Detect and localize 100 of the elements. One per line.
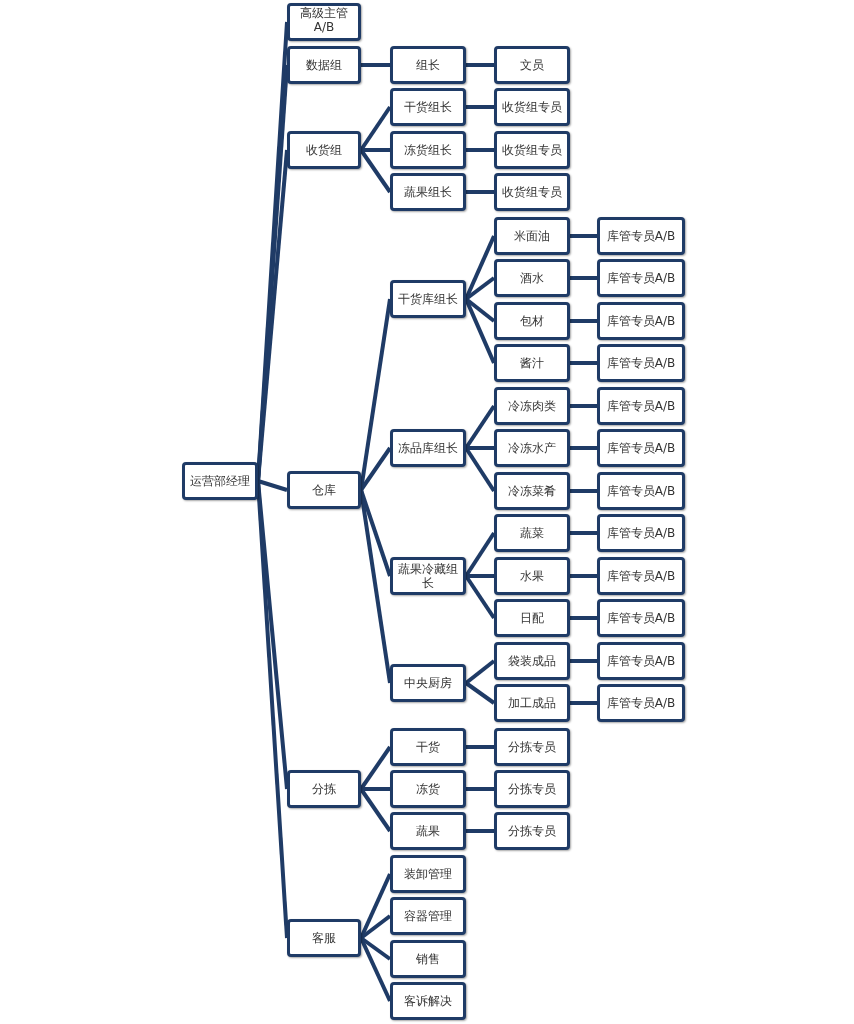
org-box (494, 173, 570, 211)
connector-line (570, 574, 597, 578)
org-box (597, 472, 685, 510)
box-label: 米面油 (513, 229, 551, 243)
org-box (287, 46, 361, 84)
connector-line (570, 276, 597, 280)
org-box (390, 131, 466, 169)
box-label: 装卸管理 (403, 867, 453, 881)
org-box (494, 88, 570, 126)
box-label: 分拣 (311, 782, 337, 796)
box-label: 冻品库组长 (397, 441, 459, 455)
org-box (494, 429, 570, 467)
box-label: 数据组 (305, 58, 343, 72)
box-label: 蔬果 (415, 824, 441, 838)
connector-line (466, 787, 494, 791)
org-box (494, 259, 570, 297)
box-label: 库管专员A/B (605, 399, 677, 413)
org-box (494, 514, 570, 552)
connector-line (466, 105, 494, 109)
connector-line (359, 489, 392, 684)
org-box (494, 557, 570, 595)
box-label: 蔬果冷藏组长 (397, 562, 459, 590)
box-label: 冻货 (415, 782, 441, 796)
box-label: 销售 (415, 952, 441, 966)
box-label: 干货组长 (403, 100, 453, 114)
org-box (494, 302, 570, 340)
org-box (597, 514, 685, 552)
box-label: 库管专员A/B (605, 484, 677, 498)
connector-line (466, 446, 494, 450)
org-box (390, 855, 466, 893)
org-box (390, 812, 466, 850)
box-label: 包材 (519, 314, 545, 328)
connector-line (466, 148, 494, 152)
connector-line (570, 489, 597, 493)
connector-line (361, 63, 390, 67)
box-label: 客诉解决 (403, 994, 453, 1008)
box-label: 分拣专员 (507, 782, 557, 796)
org-box (494, 812, 570, 850)
box-label: 收货组专员 (501, 143, 563, 157)
box-label: 收货组专员 (501, 185, 563, 199)
connector-line (570, 361, 597, 365)
org-box (494, 46, 570, 84)
org-box (597, 344, 685, 382)
org-box (287, 131, 361, 169)
connector-line (466, 745, 494, 749)
box-label: 水果 (519, 569, 545, 583)
connector-line (570, 616, 597, 620)
org-box (494, 684, 570, 722)
connector-line (361, 148, 390, 152)
connector-line (570, 659, 597, 663)
connector-line (256, 149, 289, 482)
box-label: 酒水 (519, 271, 545, 285)
box-label: 日配 (519, 611, 545, 625)
org-box (597, 642, 685, 680)
org-box (390, 173, 466, 211)
box-label: 组长 (415, 58, 441, 72)
org-box (494, 387, 570, 425)
box-label: 仓库 (311, 483, 337, 497)
box-label: 库管专员A/B (605, 696, 677, 710)
box-label: 干货 (415, 740, 441, 754)
org-box (597, 259, 685, 297)
org-box (597, 599, 685, 637)
org-box (494, 217, 570, 255)
org-box (597, 302, 685, 340)
org-box (390, 770, 466, 808)
box-label: 运营部经理 (189, 474, 251, 488)
box-label: 冷冻肉类 (507, 399, 557, 413)
org-box (390, 46, 466, 84)
connector-line (361, 787, 390, 791)
connector-line (257, 479, 288, 492)
org-box (287, 3, 361, 41)
connector-line (570, 446, 597, 450)
org-box (494, 728, 570, 766)
box-label: 库管专员A/B (605, 654, 677, 668)
org-box (390, 664, 466, 702)
org-box (597, 429, 685, 467)
box-label: 库管专员A/B (605, 356, 677, 370)
org-box (287, 919, 361, 957)
org-box (597, 217, 685, 255)
org-box (287, 471, 361, 509)
org-box (494, 642, 570, 680)
box-label: 文员 (519, 58, 545, 72)
org-box (390, 557, 466, 595)
box-label: 袋装成品 (507, 654, 557, 668)
box-label: 容器管理 (403, 909, 453, 923)
box-label: 客服 (311, 931, 337, 945)
box-label: 库管专员A/B (605, 611, 677, 625)
box-label: 蔬果组长 (403, 185, 453, 199)
box-label: 蔬菜 (519, 526, 545, 540)
connector-line (466, 574, 494, 578)
org-box (182, 462, 258, 500)
box-label: 库管专员A/B (605, 526, 677, 540)
connector-line (570, 319, 597, 323)
box-label: 分拣专员 (507, 824, 557, 838)
org-box (287, 770, 361, 808)
box-label: 库管专员A/B (605, 271, 677, 285)
org-box (390, 897, 466, 935)
connector-line (570, 234, 597, 238)
org-box (390, 982, 466, 1020)
org-box (597, 387, 685, 425)
